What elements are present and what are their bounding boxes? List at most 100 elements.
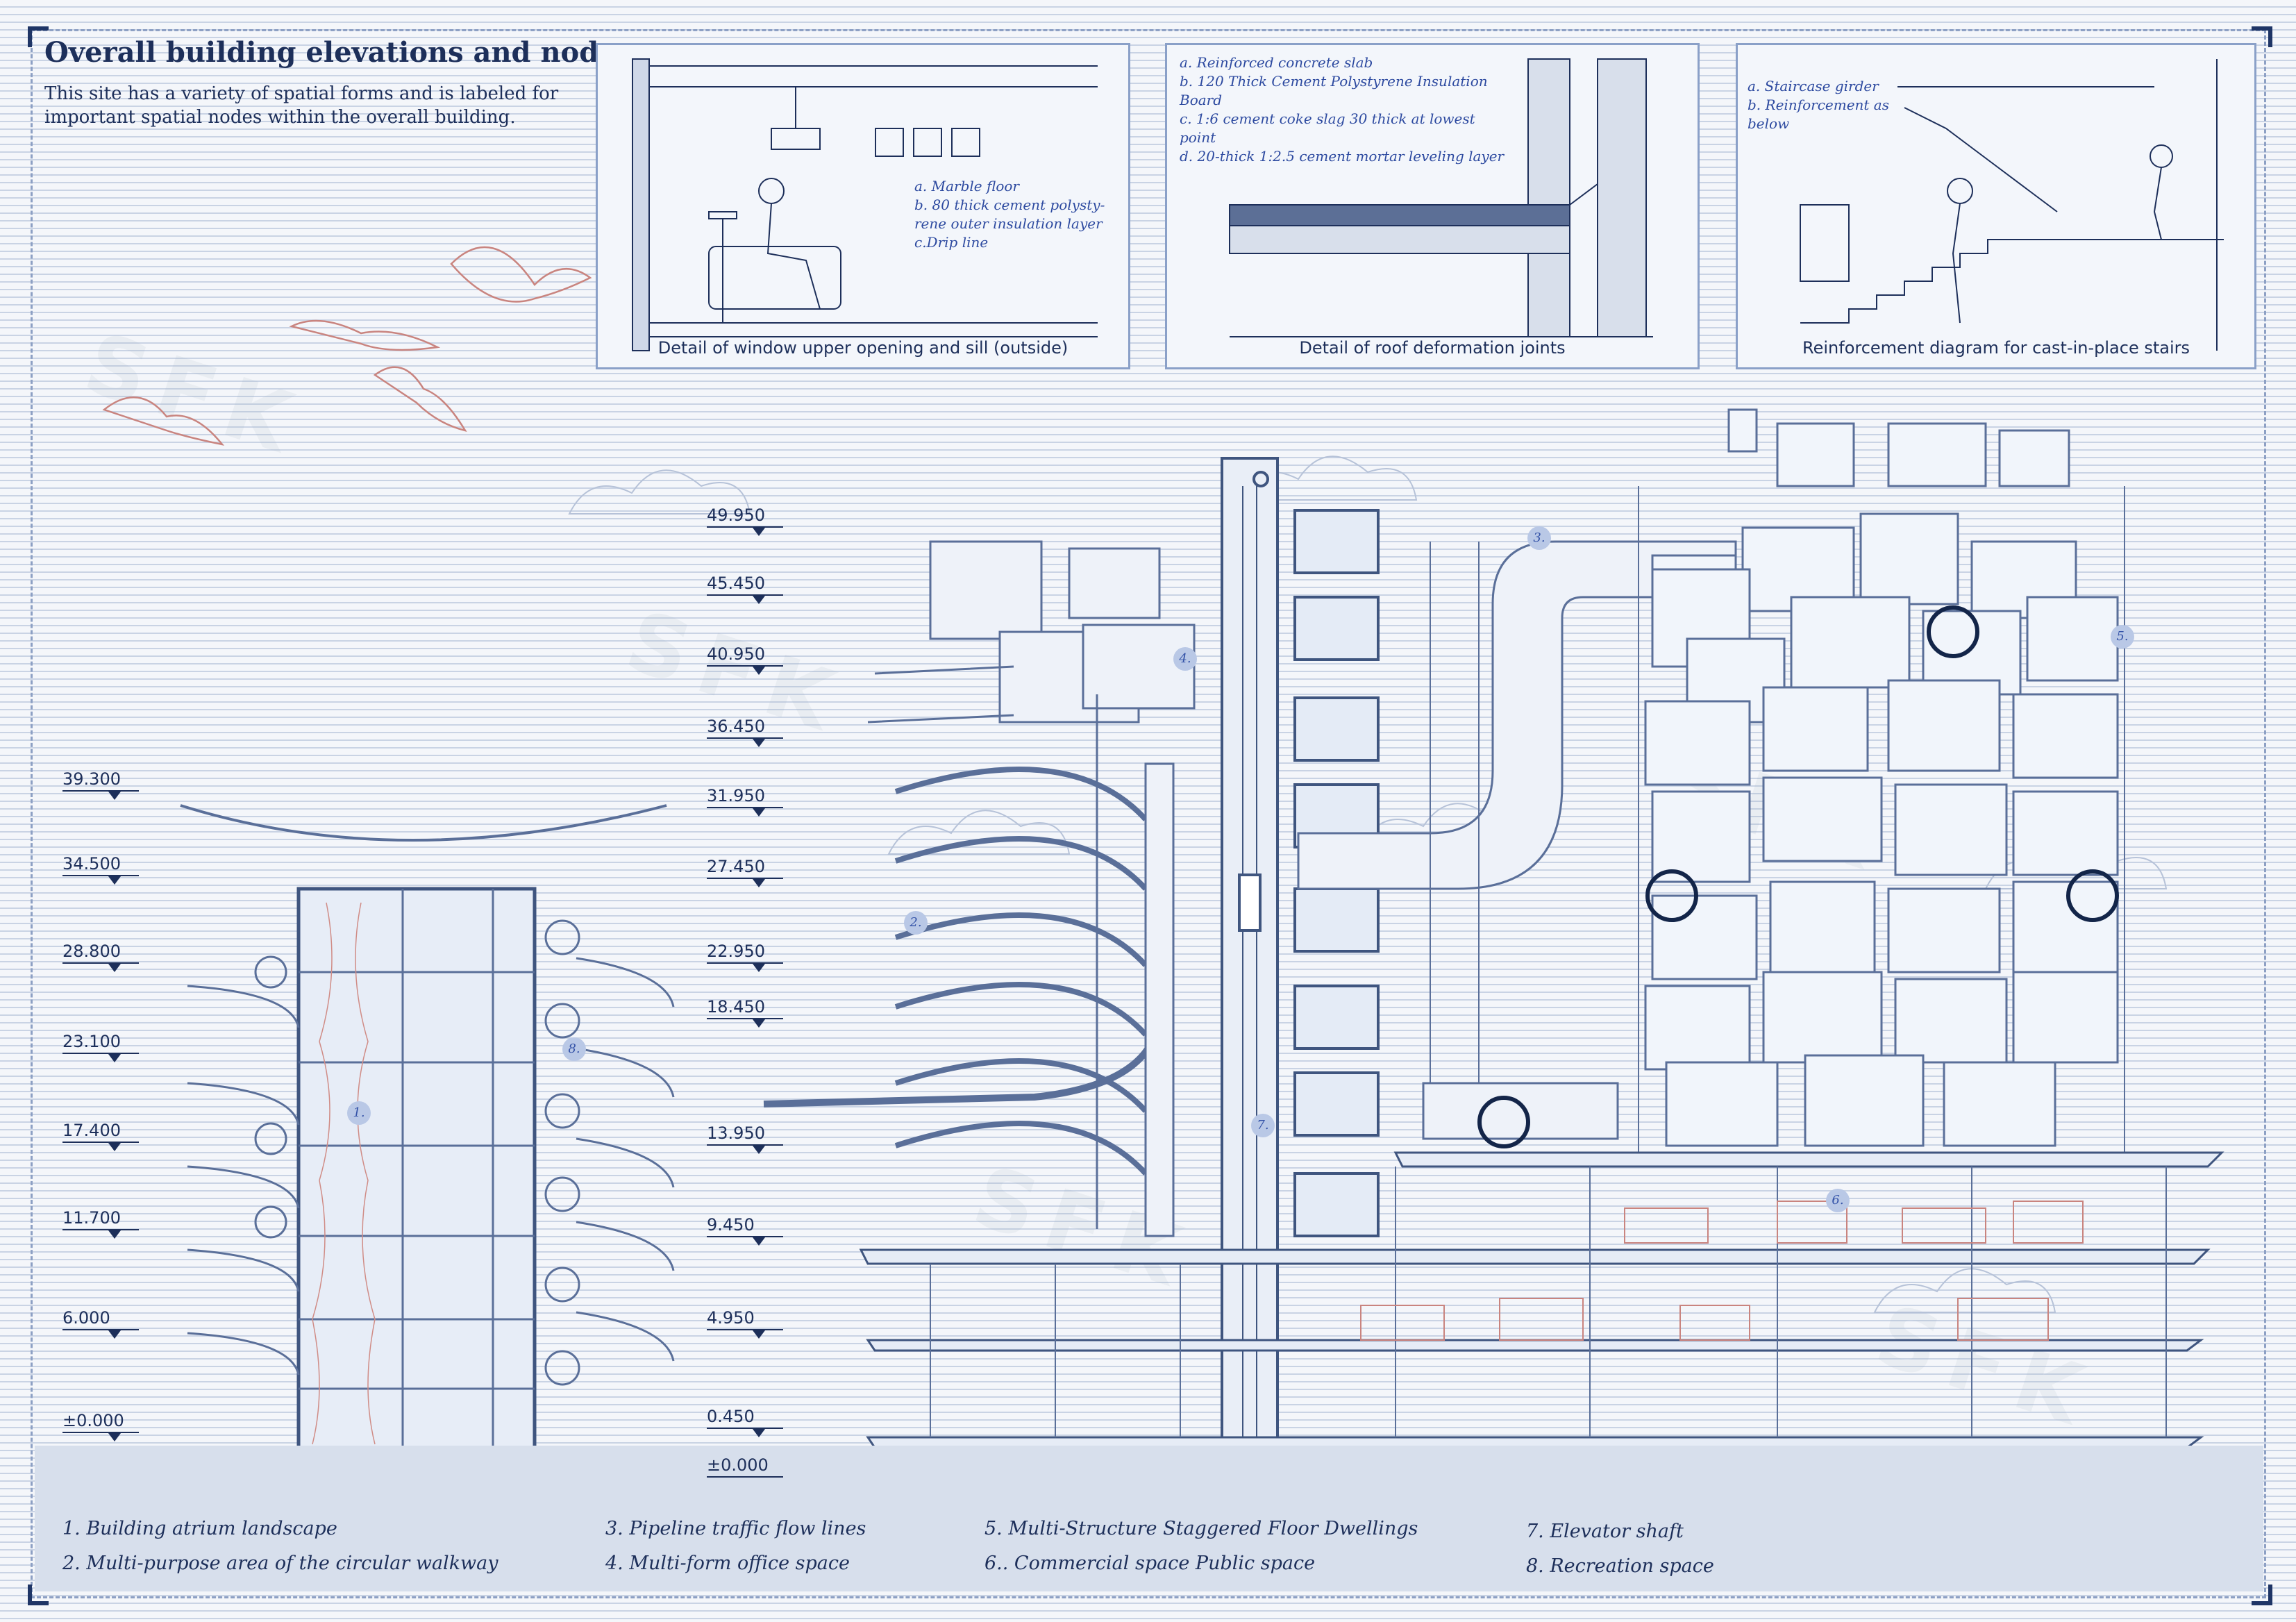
detail-note: c. 1:6 cement coke slag 30 thick at lowe… (1180, 110, 1475, 127)
elevation-level: 6.000 (62, 1308, 139, 1330)
elevation-level: 22.950 (707, 942, 783, 964)
elevation-level: 9.450 (707, 1215, 783, 1237)
node-highlight-circle (1645, 869, 1698, 922)
dwellings-cluster (1644, 408, 2119, 1147)
level-triangle (753, 879, 765, 887)
page-title: Overall building elevations and nodes (44, 36, 632, 69)
commercial-floors (859, 1151, 2224, 1449)
legend-item: 1. Building atrium landscape (62, 1518, 337, 1539)
elevator-cabins (1293, 509, 1380, 1237)
elevation-level: 28.800 (62, 942, 139, 964)
level-triangle (108, 1230, 121, 1239)
elevation-level: ±0.000 (707, 1455, 783, 1478)
elevation-level: 39.300 (62, 769, 139, 792)
legend-item: 2. Multi-purpose area of the circular wa… (62, 1553, 498, 1574)
elevation-level: 4.950 (707, 1308, 783, 1330)
level-triangle (108, 876, 121, 885)
elevation-level: 49.950 (707, 505, 783, 528)
legend-item: 8. Recreation space (1526, 1555, 1714, 1577)
node-highlight-circle (2066, 869, 2119, 922)
legend-item: 4. Multi-form office space (605, 1553, 850, 1574)
spiral-walkway-building (763, 540, 1196, 1237)
detail-caption: Detail of roof deformation joints (1299, 338, 1566, 358)
stairs-detail-drawing (1800, 59, 2224, 351)
window-detail-drawing (632, 58, 1098, 351)
elevator-shaft (1221, 457, 1279, 1543)
level-triangle (753, 1237, 765, 1246)
birds (102, 246, 592, 446)
legend-item: 3. Pipeline traffic flow lines (605, 1518, 866, 1539)
detail-note: b. 80 thick cement polysty- (914, 197, 1105, 213)
roof-detail-drawing (1229, 58, 1653, 337)
node-marker: 5. (2111, 625, 2134, 649)
frame-corner (28, 26, 49, 47)
detail-caption: Detail of window upper opening and sill … (657, 338, 1069, 358)
elevation-level: 17.400 (62, 1121, 139, 1143)
node-highlight-circle (1477, 1096, 1530, 1148)
frame-corner (2252, 1585, 2272, 1605)
node-marker: 8. (562, 1037, 586, 1061)
elevation-level: ±0.000 (62, 1411, 139, 1433)
detail-roof-panel: a. Reinforced concrete slab b. 120 Thick… (1165, 43, 1700, 369)
level-triangle (753, 964, 765, 972)
commercial-columns (930, 1167, 2167, 1437)
node-highlight-circle (1927, 605, 1979, 658)
elevation-level: 45.450 (707, 574, 783, 596)
level-triangle (108, 1330, 121, 1339)
detail-note: a. Reinforced concrete slab (1180, 54, 1373, 71)
detail-note: a. Staircase girder (1748, 78, 1879, 94)
dashed-frame (31, 29, 2266, 1598)
level-triangle (108, 964, 121, 972)
node-marker: 4. (1173, 647, 1197, 671)
node-marker: 2. (904, 911, 928, 935)
elevation-level: 18.450 (707, 997, 783, 1019)
page-description: This site has a variety of spatial forms… (44, 83, 559, 128)
detail-note: b. 120 Thick Cement Polystyrene Insulati… (1180, 73, 1488, 90)
elevation-level: 0.450 (707, 1407, 783, 1429)
detail-note: a. Marble floor (914, 178, 1019, 194)
elevation-level: 40.950 (707, 644, 783, 667)
frame-corner (2252, 26, 2272, 47)
detail-note: c.Drip line (914, 234, 989, 251)
level-triangle (753, 1019, 765, 1028)
elevation-level: 27.450 (707, 857, 783, 879)
level-triangle (753, 1146, 765, 1154)
level-triangle (753, 1330, 765, 1339)
node-marker: 3. (1527, 526, 1551, 550)
node-marker: 6. (1826, 1189, 1850, 1212)
level-triangle (753, 808, 765, 817)
detail-note: b. Reinforcement as (1748, 97, 1889, 113)
detail-stairs-panel: a. Staircase girder b. Reinforcement as … (1736, 43, 2256, 369)
atrium-plants (312, 902, 376, 1445)
detail-note: d. 20-thick 1:2.5 cement mortar leveling… (1180, 148, 1505, 165)
ground-band (35, 1446, 2263, 1591)
detail-note: point (1180, 129, 1216, 146)
detail-window-panel: a. Marble floor b. 80 thick cement polys… (596, 43, 1130, 369)
dwellings-columns (1430, 486, 2125, 1153)
level-triangle (108, 1054, 121, 1062)
elevation-level: 13.950 (707, 1123, 783, 1146)
level-triangle (753, 739, 765, 747)
level-triangle (753, 596, 765, 604)
node-marker: 7. (1251, 1114, 1275, 1137)
node-marker: 1. (347, 1101, 371, 1125)
detail-note: rene outer insulation layer (914, 215, 1103, 232)
level-triangle (753, 528, 765, 536)
furniture (1360, 1201, 2084, 1341)
legend-item: 5. Multi-Structure Staggered Floor Dwell… (984, 1518, 1418, 1539)
elevation-level: 11.700 (62, 1208, 139, 1230)
level-triangle (753, 1429, 765, 1437)
level-triangle (108, 792, 121, 800)
left-building (180, 804, 675, 1453)
elevation-level: 23.100 (62, 1032, 139, 1054)
detail-caption: Reinforcement diagram for cast-in-place … (1802, 338, 2190, 358)
detail-note: below (1748, 115, 1790, 132)
elevation-level: 34.500 (62, 854, 139, 876)
legend-item: 6.. Commercial space Public space (984, 1553, 1316, 1574)
level-triangle (108, 1433, 121, 1441)
frame-corner (28, 1585, 49, 1605)
level-triangle (753, 667, 765, 675)
elevation-level: 36.450 (707, 717, 783, 739)
